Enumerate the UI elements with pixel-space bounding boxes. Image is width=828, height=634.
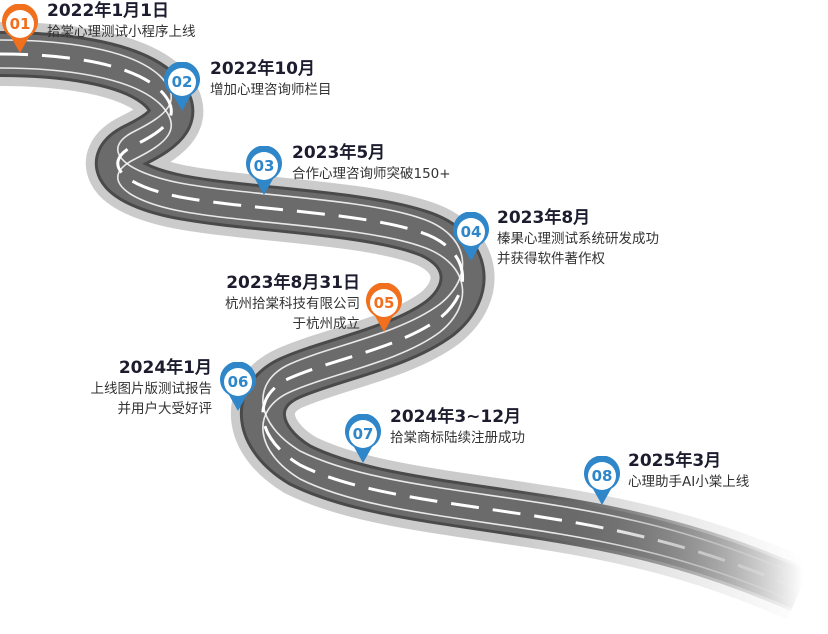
milestone-date: 2024年3~12月 [390, 407, 522, 427]
map-pin-icon: 02 [162, 62, 202, 112]
milestone-date: 2022年1月1日 [47, 1, 169, 21]
map-pin-icon: 08 [582, 456, 622, 506]
milestone-description: 上线图片版测试报告 [90, 381, 213, 397]
milestone-text: 2024年1月上线图片版测试报告并用户大受好评 [60, 357, 213, 419]
milestone-number: 05 [373, 294, 395, 312]
milestone-description: 杭州拾棠科技有限公司 [225, 296, 360, 312]
milestone-description: 拾棠心理测试小程序上线 [47, 24, 196, 40]
milestone-description: 合作心理咨询师突破150+ [292, 166, 451, 182]
milestone-text: 2022年1月1日拾棠心理测试小程序上线 [47, 0, 196, 42]
milestone-number: 01 [9, 15, 31, 33]
milestone-date: 2022年10月 [210, 59, 315, 79]
milestone-description: 拾棠商标陆续注册成功 [390, 430, 525, 446]
milestone-text: 2023年5月合作心理咨询师突破150+ [292, 142, 451, 184]
map-pin-icon: 05 [364, 283, 404, 333]
milestone-text: 2022年10月增加心理咨询师栏目 [210, 58, 332, 100]
milestone-date: 2023年5月 [292, 143, 386, 163]
milestone-date: 2023年8月31日 [226, 273, 360, 293]
milestone-text: 2023年8月榛果心理测试系统研发成功并获得软件著作权 [497, 207, 659, 269]
map-pin-icon: 06 [218, 362, 258, 412]
milestone-text: 2023年8月31日杭州拾棠科技有限公司于杭州成立 [190, 272, 360, 334]
milestone-number: 06 [227, 373, 249, 391]
map-pin-icon: 03 [244, 146, 284, 196]
road-center-line [0, 52, 801, 592]
milestone-description: 并获得软件著作权 [497, 251, 605, 267]
map-pin-icon: 04 [451, 212, 491, 262]
map-pin-icon: 07 [343, 414, 383, 464]
map-pin-icon: 01 [0, 4, 40, 54]
milestone-description: 并用户大受好评 [117, 401, 213, 417]
milestone-date: 2023年8月 [497, 208, 591, 228]
milestone-number: 08 [591, 467, 613, 485]
milestone-number: 02 [171, 73, 193, 91]
milestone-number: 04 [460, 223, 482, 241]
milestone-date: 2024年1月 [118, 358, 212, 378]
milestone-number: 07 [352, 425, 374, 443]
road-side-line [0, 39, 801, 577]
milestone-number: 03 [253, 157, 275, 175]
milestone-text: 2025年3月心理助手AI小棠上线 [628, 450, 749, 492]
road-side-line [0, 67, 801, 605]
milestone-description: 榛果心理测试系统研发成功 [497, 231, 659, 247]
milestone-date: 2025年3月 [628, 451, 722, 471]
milestone-description: 增加心理咨询师栏目 [210, 82, 332, 98]
milestone-description: 于杭州成立 [292, 316, 361, 332]
milestone-description: 心理助手AI小棠上线 [628, 474, 750, 490]
milestone-text: 2024年3~12月拾棠商标陆续注册成功 [390, 406, 525, 448]
